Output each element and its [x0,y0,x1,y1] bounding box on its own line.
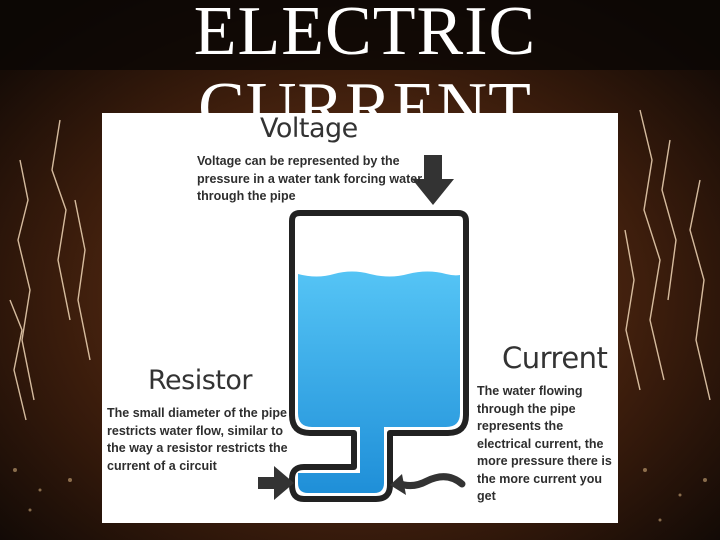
resistor-heading: Resistor [148,365,253,396]
resistor-description: The small diameter of the pipe restricts… [107,406,288,473]
current-heading: Current [502,341,608,375]
current-arrow [394,473,466,490]
pipe-outline [289,221,357,485]
tank-water [298,271,460,493]
voltage-heading: Voltage [260,113,358,144]
water-tank-diagram [258,155,469,502]
voltage-description: Voltage can be represented by the pressu… [197,154,423,203]
resistor-arrow [258,466,294,500]
tank-outline [289,210,469,502]
current-description: The water flowing through the pipe repre… [477,384,612,503]
voltage-arrow [412,155,454,205]
water-analogy-panel: Voltage Voltage can be represented by th… [102,113,618,523]
